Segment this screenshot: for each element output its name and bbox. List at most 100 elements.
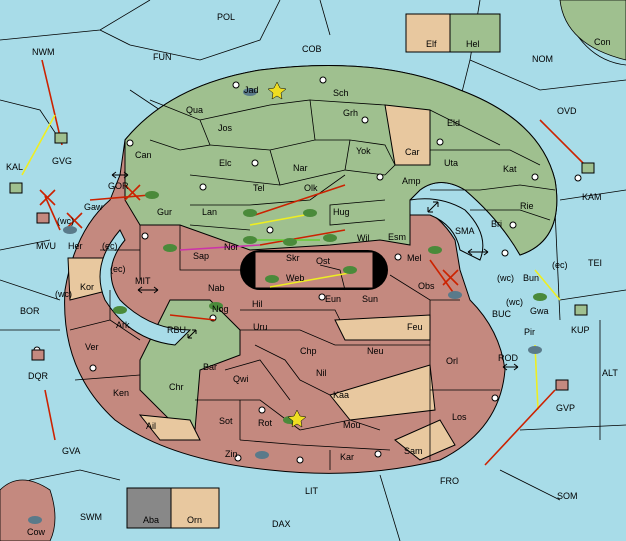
map-label-nwm: NWM bbox=[32, 47, 55, 57]
map-label-esm: Esm bbox=[388, 232, 406, 242]
map-label-lit: LIT bbox=[305, 486, 319, 496]
map-label-ovd: OVD bbox=[557, 106, 577, 116]
legend-label-hel: Hel bbox=[466, 39, 480, 49]
map-label-dax: DAX bbox=[272, 519, 291, 529]
map-label-grh: Grh bbox=[343, 108, 358, 118]
map-label-mel: Mel bbox=[407, 253, 422, 263]
map-label-ec: (ec) bbox=[102, 241, 118, 251]
map-label-orl: Orl bbox=[446, 356, 458, 366]
sea-mit[interactable] bbox=[99, 229, 192, 346]
map-label-dqr: DQR bbox=[28, 371, 49, 381]
map-label-nab: Nab bbox=[208, 283, 225, 293]
map-label-uru: Uru bbox=[253, 322, 268, 332]
map-label-tei: TEI bbox=[588, 258, 602, 268]
map-label-nar: Nar bbox=[293, 163, 308, 173]
map-label-nor: Nor bbox=[224, 242, 239, 252]
map-label-sch: Sch bbox=[333, 88, 349, 98]
map-label-los: Los bbox=[452, 412, 467, 422]
map-label-ost: Ost bbox=[316, 256, 331, 266]
map-label-gwa: Gwa bbox=[530, 306, 549, 316]
map-label-can: Can bbox=[135, 150, 152, 160]
map-label-wil: Wil bbox=[357, 233, 370, 243]
map-label-gur: Gur bbox=[157, 207, 172, 217]
map-label-qua: Qua bbox=[186, 105, 203, 115]
map-label-obs: Obs bbox=[418, 281, 435, 291]
map-label-yok: Yok bbox=[356, 146, 371, 156]
map-label-web: Web bbox=[286, 273, 304, 283]
map-label-ail: Ail bbox=[146, 421, 156, 431]
map-label-hug: Hug bbox=[333, 207, 350, 217]
map-label-kup: KUP bbox=[571, 325, 590, 335]
map-label-nil: Nil bbox=[316, 368, 327, 378]
sea-sma[interactable] bbox=[409, 198, 484, 261]
map-label-ver: Ver bbox=[85, 342, 99, 352]
map-label-sap: Sap bbox=[193, 251, 209, 261]
map-label-swm: SWM bbox=[80, 512, 102, 522]
map-label-mou: Mou bbox=[343, 420, 361, 430]
map-label-gvg: GVG bbox=[52, 156, 72, 166]
legend-tan-swatch-bottom bbox=[170, 487, 220, 529]
map-label-gor: GOR bbox=[108, 181, 129, 191]
map-label-her: Her bbox=[68, 241, 83, 251]
map-label-olk: Olk bbox=[304, 183, 318, 193]
map-label-rbu: RBU bbox=[167, 325, 186, 335]
map-label-qwi: Qwi bbox=[233, 374, 249, 384]
territory-ail[interactable] bbox=[138, 414, 201, 441]
map-label-pir: Pir bbox=[524, 327, 535, 337]
map-label-chr: Chr bbox=[169, 382, 184, 392]
supply-centers bbox=[33, 76, 582, 464]
map-label-tel: Tel bbox=[253, 183, 265, 193]
map-label-sot: Sot bbox=[219, 416, 233, 426]
map-label-bri: Bri bbox=[491, 219, 502, 229]
map-label-ken: Ken bbox=[113, 388, 129, 398]
legend-label-orn: Orn bbox=[187, 515, 202, 525]
map-label-eun: Eun bbox=[325, 294, 341, 304]
map-label-sma: SMA bbox=[455, 226, 475, 236]
map-label-kaa: Kaa bbox=[333, 390, 349, 400]
map-label-bun: Bun bbox=[523, 273, 539, 283]
map-label-elc: Elc bbox=[219, 158, 232, 168]
map-label-wc: (wc) bbox=[57, 216, 74, 226]
legend-tan-swatch bbox=[405, 13, 451, 53]
map-label-nog: Nog bbox=[212, 304, 229, 314]
map-label-bar: Bar bbox=[203, 362, 217, 372]
map-label-bor: BOR bbox=[20, 306, 40, 316]
map-label-fro: FRO bbox=[440, 476, 459, 486]
map-label-gaw: Gaw bbox=[84, 202, 103, 212]
map-label-sam: Sam bbox=[404, 446, 423, 456]
map-label-rie: Rie bbox=[520, 201, 534, 211]
legend-label-elf: Elf bbox=[426, 39, 437, 49]
map-label-kat: Kat bbox=[503, 164, 517, 174]
territory-car[interactable] bbox=[384, 104, 431, 166]
map-label-sun: Sun bbox=[362, 294, 378, 304]
map-label-ec: (ec) bbox=[110, 264, 126, 274]
map-label-lan: Lan bbox=[202, 207, 217, 217]
map-label-gva: GVA bbox=[62, 446, 80, 456]
map-label-mvu: MVU bbox=[36, 241, 56, 251]
map-label-feu: Feu bbox=[407, 322, 423, 332]
territory-cow[interactable] bbox=[0, 479, 56, 541]
map-label-cob: COB bbox=[302, 44, 322, 54]
map-label-wc: (wc) bbox=[497, 273, 514, 283]
map-label-rot: Rot bbox=[258, 418, 273, 428]
failed-order-marks bbox=[39, 184, 459, 286]
adjacency-markers bbox=[111, 171, 519, 371]
map-label-jad: Jad bbox=[244, 85, 259, 95]
map-label-wc: (wc) bbox=[55, 289, 72, 299]
map-label-amp: Amp bbox=[402, 176, 421, 186]
map-label-rod: ROD bbox=[498, 353, 519, 363]
coast-markers: (wc) (ec) (ec) (wc) (wc) (ec) (wc) bbox=[55, 216, 568, 307]
map-label-som: SOM bbox=[557, 491, 578, 501]
territory-sam[interactable] bbox=[394, 419, 456, 461]
map-label-buc: BUC bbox=[492, 309, 512, 319]
map-label-eld: Eld bbox=[447, 118, 460, 128]
territory-kaa[interactable] bbox=[329, 364, 436, 421]
map-label-pol: POL bbox=[217, 12, 235, 22]
map-label-wc: (wc) bbox=[506, 297, 523, 307]
map-label-nom: NOM bbox=[532, 54, 553, 64]
unit-markers bbox=[9, 81, 595, 524]
map-label-fun: FUN bbox=[153, 52, 172, 62]
legend-green-swatch bbox=[449, 13, 501, 53]
map-label-car: Car bbox=[405, 147, 420, 157]
